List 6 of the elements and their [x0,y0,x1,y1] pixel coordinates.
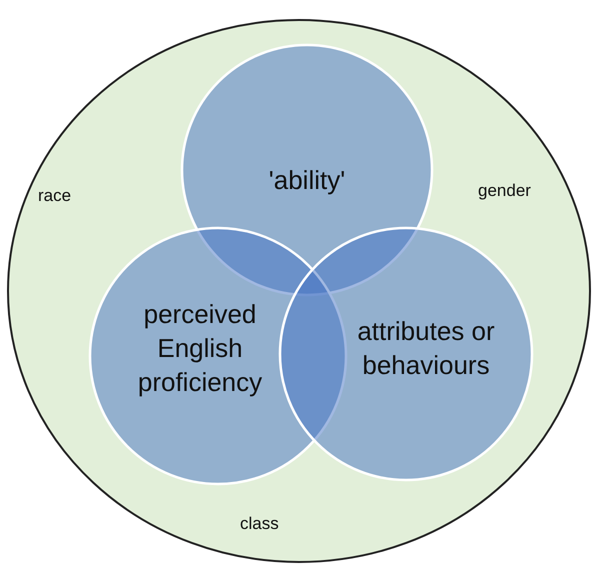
circle-label: perceived English proficiency [136,298,264,399]
category-label: race [38,186,72,206]
category-label: class [240,514,279,534]
circle-label: 'ability' [268,164,346,197]
category-label: gender [478,181,531,201]
circle-label: attributes or behaviours [356,315,496,382]
